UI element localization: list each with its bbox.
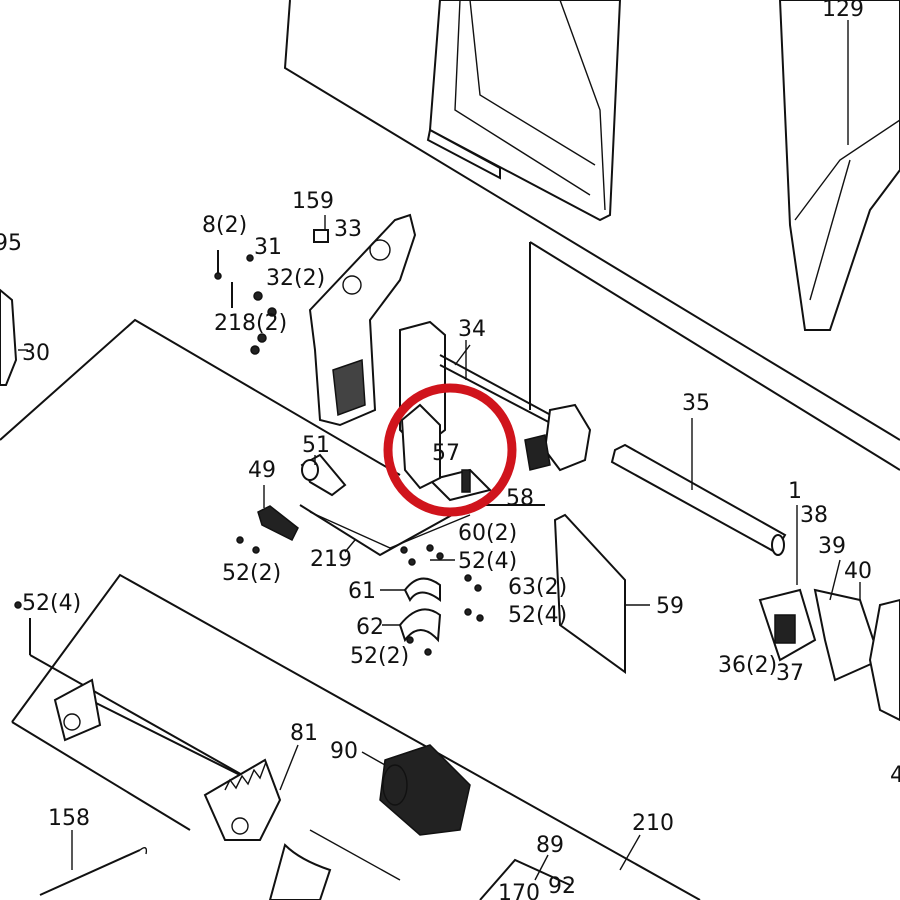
part-34-frame — [399, 320, 592, 472]
label-81: 81 — [290, 721, 318, 746]
part-129-tray — [426, 0, 900, 331]
part-shaft-assembly — [29, 654, 271, 791]
part-35-shaft — [610, 418, 787, 556]
label-49: 49 — [248, 458, 276, 483]
leader-lines — [263, 215, 861, 881]
label-218: 218(2) — [214, 311, 287, 336]
part-61-clamp — [403, 577, 441, 602]
part-62-clamp — [398, 608, 442, 643]
label-57: 57 — [432, 441, 460, 466]
label-30: 30 — [22, 341, 50, 366]
label-95: 95 — [0, 231, 22, 256]
label-33: 33 — [334, 217, 362, 242]
part-219-link — [299, 468, 545, 557]
label-52-d: 52(2) — [350, 644, 409, 669]
label-40: 40 — [844, 559, 872, 584]
label-36: 36(2) — [718, 653, 777, 678]
label-31: 31 — [254, 235, 282, 260]
label-159: 159 — [292, 189, 334, 214]
label-34: 34 — [458, 317, 486, 342]
label-60: 60(2) — [458, 521, 517, 546]
label-52-b: 52(2) — [222, 561, 281, 586]
label-39: 39 — [818, 534, 846, 559]
label-51: 51 — [302, 433, 330, 458]
part-57-bracket — [400, 403, 471, 493]
label-52-e: 52(4) — [22, 591, 81, 616]
highlight-circle — [383, 383, 517, 517]
part-33-plate — [308, 213, 417, 427]
label-92: 92 — [548, 874, 576, 899]
label-37: 37 — [776, 661, 804, 686]
label-210: 210 — [632, 811, 674, 836]
label-170: 170 — [498, 881, 540, 900]
part-90-motor — [379, 744, 471, 836]
label-52-c: 52(4) — [508, 603, 567, 628]
part-81-gear-bracket — [203, 758, 282, 841]
part-30-bracket — [0, 288, 28, 386]
label-61: 61 — [348, 579, 376, 604]
label-90: 90 — [330, 739, 358, 764]
label-38: 38 — [800, 503, 828, 528]
part-59-plate — [553, 513, 650, 674]
label-32: 32(2) — [266, 266, 325, 291]
label-52-a: 52(4) — [458, 549, 517, 574]
parts-36-40 — [758, 505, 900, 722]
part-49 — [257, 505, 299, 542]
label-129: 129 — [822, 0, 864, 22]
label-63: 63(2) — [508, 575, 567, 600]
part-51-collar — [300, 453, 347, 497]
label-62: 62 — [356, 615, 384, 640]
label-1: 1 — [788, 479, 802, 504]
label-89: 89 — [536, 833, 564, 858]
part-158-spring — [39, 830, 148, 896]
part-170-box — [268, 829, 571, 900]
label-219: 219 — [310, 547, 352, 572]
fasteners-top-left — [214, 250, 277, 355]
fasteners-center — [14, 536, 484, 656]
label-59: 59 — [656, 594, 684, 619]
label-8: 8(2) — [202, 213, 247, 238]
label-35: 35 — [682, 391, 710, 416]
label-4: 4 — [890, 763, 900, 788]
label-158: 158 — [48, 806, 90, 831]
label-58: 58 — [506, 486, 534, 511]
